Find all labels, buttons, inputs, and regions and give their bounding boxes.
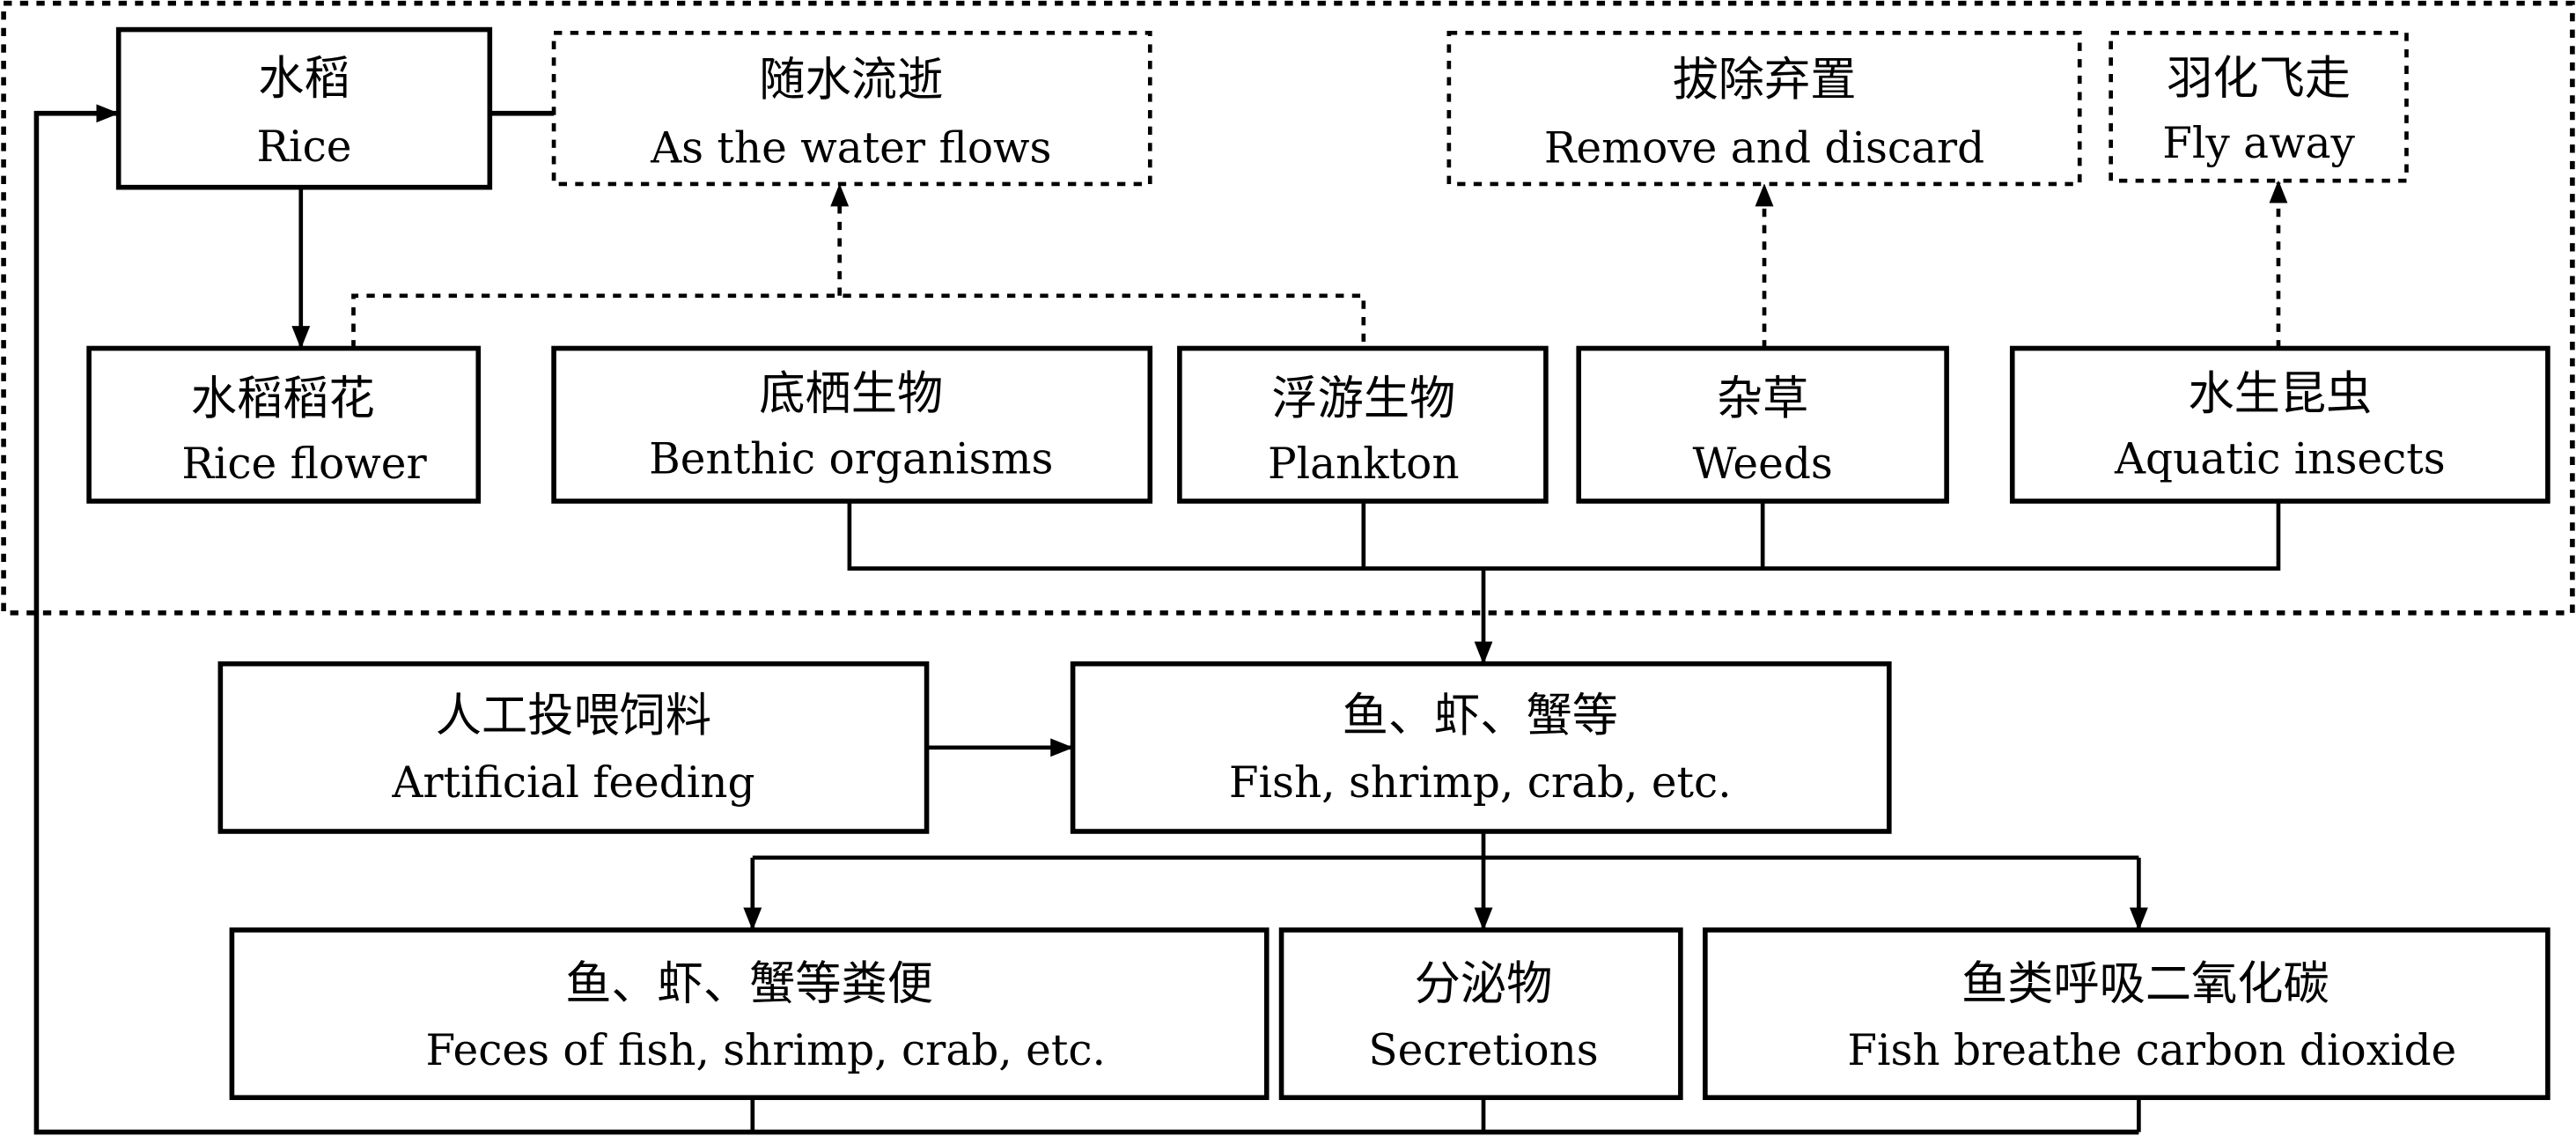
- plankton-node: 浮游生物 Plankton: [1177, 345, 1549, 504]
- node-label: 拔除弃置: [1673, 54, 1857, 107]
- node-label: 鱼类呼吸二氧化碳: [1961, 957, 2329, 1010]
- paddy-field-boundary: [1, 0, 2575, 616]
- node-label: Fly away: [2162, 119, 2355, 168]
- node-label: Aquatic insects: [2114, 434, 2446, 484]
- node-label: 底栖生物: [759, 368, 943, 421]
- node-label: Feces of fish, shrimp, crab, etc.: [426, 1026, 1106, 1075]
- fly-away-node: 羽化飞走 Fly away: [2109, 30, 2409, 183]
- weeds-node: 杂草 Weeds: [1576, 345, 1949, 504]
- node-label: Rice flower: [181, 439, 427, 489]
- node-label: 分泌物: [1415, 957, 1553, 1010]
- node-label: Remove and discard: [1544, 124, 1984, 174]
- node-label: Rice: [257, 122, 352, 172]
- node-label: Fish breathe carbon dioxide: [1847, 1026, 2456, 1075]
- node-label: Weeds: [1693, 439, 1833, 489]
- node-label: 人工投喂饲料: [436, 690, 711, 742]
- secretions-node: 分泌物 Secretions: [1278, 927, 1683, 1101]
- node-label: Plankton: [1268, 439, 1460, 489]
- node-label: Artificial feeding: [391, 758, 754, 808]
- aquatic-insects-node: 水生昆虫 Aquatic insects: [2009, 345, 2550, 504]
- node-label: As the water flows: [650, 124, 1051, 174]
- benthic-node: 底栖生物 Benthic organisms: [551, 345, 1153, 504]
- rice-node: 水稻 Rice: [115, 26, 493, 190]
- artificial-feeding-node: 人工投喂饲料 Artificial feeding: [217, 661, 930, 834]
- node-label: 水稻: [258, 52, 350, 105]
- node-label: 杂草: [1717, 373, 1808, 425]
- node-label: Benthic organisms: [649, 434, 1053, 484]
- node-label: Fish, shrimp, crab, etc.: [1229, 758, 1732, 808]
- node-label: Secretions: [1368, 1026, 1598, 1075]
- rice-flower-node: 水稻稻花 Rice flower: [86, 345, 482, 504]
- node-label: 随水流逝: [759, 54, 943, 107]
- node-label: 水生昆虫: [2188, 368, 2372, 421]
- co2-node: 鱼类呼吸二氧化碳 Fish breathe carbon dioxide: [1703, 927, 2550, 1101]
- node-label: 水稻稻花: [191, 373, 375, 425]
- node-label: 浮游生物: [1271, 373, 1455, 425]
- fish-node: 鱼、虾、蟹等 Fish, shrimp, crab, etc.: [1070, 661, 1892, 834]
- node-label: 鱼、虾、蟹等: [1343, 690, 1618, 742]
- node-label: 羽化飞走: [2167, 52, 2351, 105]
- feces-node: 鱼、虾、蟹等粪便 Feces of fish, shrimp, crab, et…: [229, 927, 1270, 1101]
- connectors: [33, 104, 2288, 1135]
- node-label: 鱼、虾、蟹等粪便: [565, 957, 933, 1010]
- remove-discard-node: 拔除弃置 Remove and discard: [1446, 30, 2082, 187]
- water-flows-node: 随水流逝 As the water flows: [551, 30, 1152, 187]
